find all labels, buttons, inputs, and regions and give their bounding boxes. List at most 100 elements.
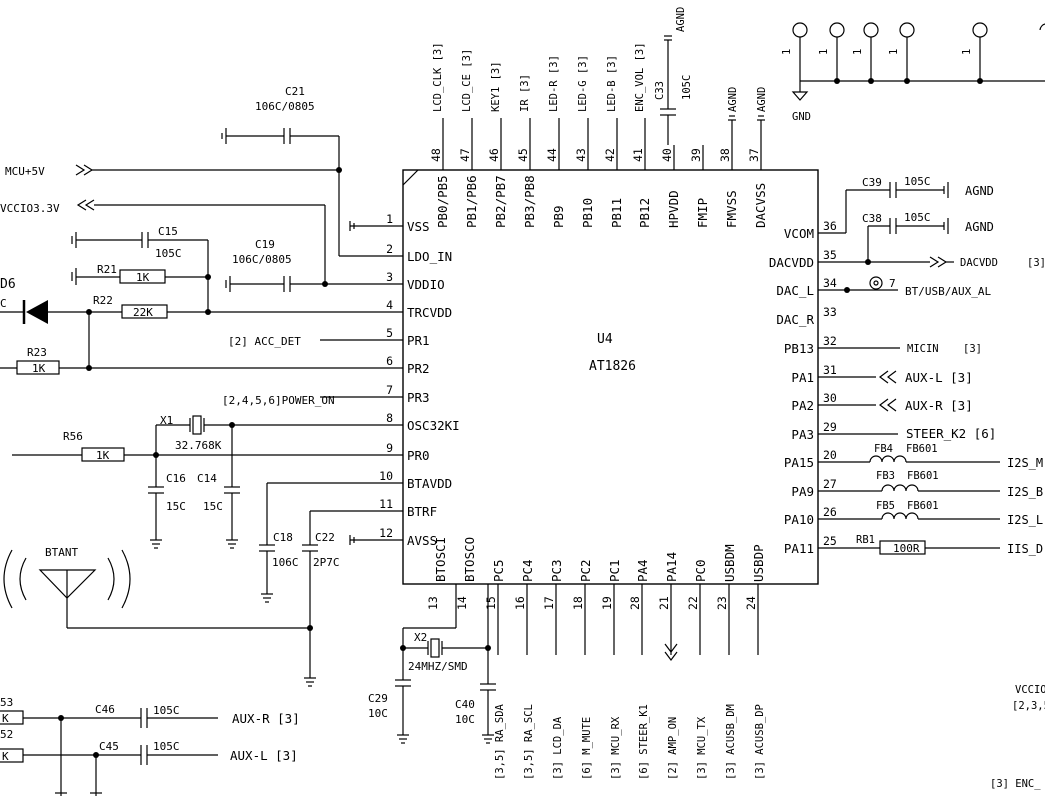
chip-part: AT1826 [589, 359, 636, 374]
top-pin-name: DACVSS [753, 183, 768, 228]
right-pin-name: PA1 [791, 370, 814, 385]
svg-text:X2: X2 [414, 631, 427, 644]
svg-text:100R: 100R [893, 542, 920, 555]
svg-text:IIS_D: IIS_D [1007, 542, 1043, 556]
right-pin-number: 31 [823, 363, 837, 377]
c21-capacitor: C21 106C/0805 [221, 85, 340, 170]
top-pin-name: PB3/PB8 [522, 175, 537, 228]
d6-diode: D6 C [0, 277, 122, 324]
svg-text:FB601: FB601 [906, 443, 938, 455]
mcu5v-label: MCU+5V [5, 165, 45, 178]
svg-text:FB4: FB4 [874, 443, 893, 455]
top-pin-name: PB2/PB7 [493, 175, 508, 228]
right-pin-name: PA10 [784, 512, 814, 527]
svg-text:[2] ACC_DET: [2] ACC_DET [228, 335, 301, 348]
right-pin-name: VCOM [784, 226, 814, 241]
r22-resistor: R22 22K [93, 294, 403, 319]
bottom-pin-number: 18 [571, 596, 585, 610]
right-pin-number: 20 [823, 448, 837, 462]
bottom-pin-number: 24 [744, 596, 758, 610]
svg-text:C14: C14 [197, 472, 217, 485]
vcom-net: C39 105C AGND [818, 175, 994, 234]
svg-text:FB5: FB5 [876, 500, 895, 512]
svg-text:1K: 1K [32, 362, 46, 375]
r23-resistor: R23 1K [0, 312, 403, 375]
micin-net: MICIN [3] [818, 343, 982, 355]
bottom-net-label: [3,5] RA_SCL [523, 704, 535, 780]
left-pin-name: AVSS [407, 533, 437, 548]
top-net-label: LED-B [3] [606, 55, 618, 112]
c16-capacitor: C16 15C [148, 472, 186, 549]
chip-ref: U4 [597, 332, 613, 347]
svg-text:53: 53 [0, 696, 13, 709]
svg-text:R23: R23 [27, 346, 47, 359]
right-pin-number: 34 [823, 276, 837, 290]
top-pin-number: 41 [631, 148, 645, 162]
btrf-net: C22 2P7C [302, 510, 403, 687]
top-pin-name: PB0/PB5 [435, 175, 450, 228]
fb4-bead: FB4 FB601 I2S_M [818, 443, 1043, 470]
bottom-pin-name: PC1 [607, 559, 622, 582]
right-pin-number: 32 [823, 334, 837, 348]
bottom-pin-name: PC5 [491, 559, 506, 582]
svg-text:FB3: FB3 [876, 470, 895, 482]
right-pin-name: PA3 [791, 427, 814, 442]
right-pin-name: PA11 [784, 541, 814, 556]
svg-text:AGND: AGND [965, 184, 994, 198]
vccio33-net: VCCIO3.3V [0, 199, 326, 284]
svg-text:C19: C19 [255, 238, 275, 251]
svg-text:I2S_B: I2S_B [1007, 485, 1043, 499]
right-pin-number: 30 [823, 391, 837, 405]
bottom-net-label: [3] ACUSB_DP [754, 704, 766, 780]
bottom-pin-number: 22 [686, 596, 700, 610]
left-pin-number: 4 [386, 298, 393, 312]
bottom-pin-name: PA4 [635, 559, 650, 582]
left-pin-name: OSC32KI [407, 418, 460, 433]
svg-text:AUX-L [3]: AUX-L [3] [230, 748, 298, 763]
svg-text:C29: C29 [368, 692, 388, 705]
right-pin-name: PA2 [791, 398, 814, 413]
svg-text:1: 1 [852, 49, 864, 55]
top-pin-name: FMIP [695, 198, 710, 228]
svg-text:FB601: FB601 [907, 500, 939, 512]
svg-text:[3]: [3] [963, 343, 982, 355]
left-pin-name: PR2 [407, 361, 430, 376]
left-pin-name: TRCVDD [407, 305, 452, 320]
svg-text:C40: C40 [455, 698, 475, 711]
bottom-net-label: [3] LCD_DA [552, 716, 564, 780]
svg-text:AUX-L [3]: AUX-L [3] [905, 370, 973, 385]
avss-gnd [349, 535, 403, 545]
right-pin-number: 35 [823, 248, 837, 262]
enc-fragment: [3] ENC_ [990, 778, 1041, 790]
svg-text:FB601: FB601 [907, 470, 939, 482]
svg-text:[3]: [3] [1027, 257, 1045, 269]
svg-text:105C: 105C [153, 740, 180, 753]
bottom-pin-name: PA14 [664, 552, 679, 582]
fb3-bead: FB3 FB601 I2S_B [818, 470, 1043, 499]
c45-capacitor: 52 K C45 105C AUX-L [3] [0, 718, 298, 796]
rb1-resistor: 100R RB1 IIS_D [818, 534, 1043, 556]
svg-text:15C: 15C [203, 500, 223, 513]
svg-text:1: 1 [781, 49, 793, 55]
svg-text:1K: 1K [136, 271, 150, 284]
mcu5v-net: MCU+5V [5, 164, 403, 257]
vss-gnd [349, 221, 403, 231]
svg-text:22K: 22K [133, 306, 153, 319]
svg-text:C22: C22 [315, 531, 335, 544]
right-pin-number: 27 [823, 477, 837, 491]
left-pin-name: PR3 [407, 390, 430, 405]
top-net-label: AGND [756, 87, 768, 112]
r21-resistor: R21 1K [71, 263, 211, 285]
top-net-label: KEY1 [3] [490, 61, 502, 112]
test-point-1: 1 [781, 22, 808, 81]
test-point-2: 1 [818, 22, 845, 81]
svg-text:K: K [2, 750, 9, 763]
top-pin-name: PB10 [580, 198, 595, 228]
left-pin-name: VDDIO [407, 277, 445, 292]
svg-text:24MHZ/SMD: 24MHZ/SMD [408, 660, 468, 673]
right-pin-number: 33 [823, 305, 837, 319]
right-pin-name: DAC_L [776, 283, 814, 298]
svg-text:7: 7 [889, 277, 896, 290]
top-pin-name: PB1/PB6 [464, 175, 479, 228]
svg-text:C39: C39 [862, 176, 882, 189]
